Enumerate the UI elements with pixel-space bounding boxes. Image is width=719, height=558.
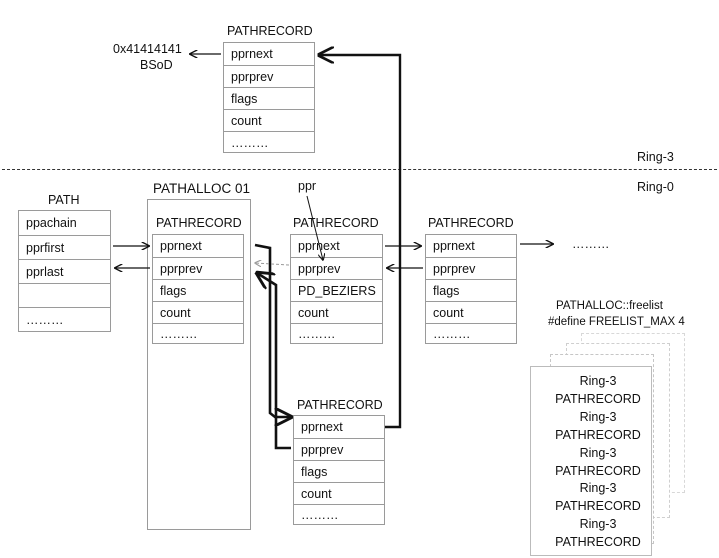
target-address: 0x41414141 <box>113 42 182 56</box>
arrow-ppr <box>306 195 323 260</box>
freelist-entry-front <box>530 366 652 556</box>
record-field: pprprev <box>426 257 516 279</box>
path-field: pprlast <box>19 259 110 283</box>
record-field: count <box>291 301 382 323</box>
continuation-dots: ……… <box>572 237 610 251</box>
path-field: ppachain <box>26 216 77 230</box>
record-field: ……… <box>426 323 516 344</box>
record-field: pprnext <box>298 239 340 253</box>
record-field: pprprev <box>224 65 314 87</box>
arrow-d-prev-to-a <box>257 273 291 450</box>
freelist-record-label: PATHRECORD <box>555 391 641 406</box>
freelist-ring-label: Ring-3 <box>579 374 617 388</box>
record-field: count <box>294 482 384 504</box>
record-a-title: PATHRECORD <box>156 216 242 230</box>
freelist-text-column: Ring-3 PATHRECORD Ring-3 PATHRECORD Ring… <box>530 373 666 552</box>
record-field: pprprev <box>291 257 382 279</box>
ring-separator <box>2 169 717 170</box>
record-field: ……… <box>291 323 382 344</box>
top-record-title: PATHRECORD <box>227 24 313 38</box>
record-b: pprnext pprprev PD_BEZIERS count ……… <box>290 234 383 344</box>
freelist-record-label: PATHRECORD <box>555 463 641 478</box>
freelist-record-label: PATHRECORD <box>555 535 641 550</box>
record-field: ……… <box>153 323 243 344</box>
record-field: pprnext <box>160 239 202 253</box>
record-field: count <box>153 301 243 323</box>
freelist-title: PATHALLOC::freelist <box>556 300 663 312</box>
record-field: ……… <box>294 504 384 525</box>
pathalloc-title: PATHALLOC 01 <box>153 181 251 196</box>
record-field: pprnext <box>433 239 475 253</box>
record-a: pprnext pprprev flags count ……… <box>152 234 244 344</box>
record-field: count <box>426 301 516 323</box>
record-field: pprprev <box>294 438 384 460</box>
record-field: flags <box>153 279 243 301</box>
ppr-pointer-label: ppr <box>298 179 317 193</box>
record-c: pprnext pprprev flags count ……… <box>425 234 517 344</box>
freelist-ring-label: Ring-3 <box>579 445 617 460</box>
ring3-label: Ring-3 <box>637 150 674 164</box>
freelist-record-label: PATHRECORD <box>555 427 641 442</box>
record-field: PD_BEZIERS <box>291 279 382 301</box>
path-field <box>19 283 110 307</box>
record-field: flags <box>224 87 314 109</box>
path-field: ……… <box>19 307 110 332</box>
path-title: PATH <box>48 193 80 207</box>
record-d: pprnext pprprev flags count ……… <box>293 415 385 525</box>
record-field: pprnext <box>231 47 273 61</box>
freelist-ring-label: Ring-3 <box>579 517 617 532</box>
record-field: count <box>224 109 314 131</box>
bsod-note: BSoD <box>140 58 173 72</box>
top-record: pprnext pprprev flags count ……… <box>223 42 315 153</box>
freelist-record-label: PATHRECORD <box>555 499 641 514</box>
record-field: pprprev <box>153 257 243 279</box>
freelist-ring-label: Ring-3 <box>579 409 617 424</box>
ring0-label: Ring-0 <box>637 180 674 194</box>
record-field: flags <box>426 279 516 301</box>
path-field: pprfirst <box>19 235 110 259</box>
freelist-ring-label: Ring-3 <box>579 481 617 496</box>
path-object: ppachain pprfirst pprlast ……… <box>18 210 111 332</box>
arrow-a-next-to-d <box>254 243 291 417</box>
record-c-title: PATHRECORD <box>428 216 514 230</box>
record-field: flags <box>294 460 384 482</box>
arrow-d-next-to-top <box>319 55 402 429</box>
freelist-define: #define FREELIST_MAX 4 <box>548 316 685 328</box>
record-d-title: PATHRECORD <box>297 398 383 412</box>
record-field: pprnext <box>301 420 343 434</box>
arrow-b-prev-to-a <box>255 263 290 265</box>
record-field: ……… <box>224 131 314 153</box>
